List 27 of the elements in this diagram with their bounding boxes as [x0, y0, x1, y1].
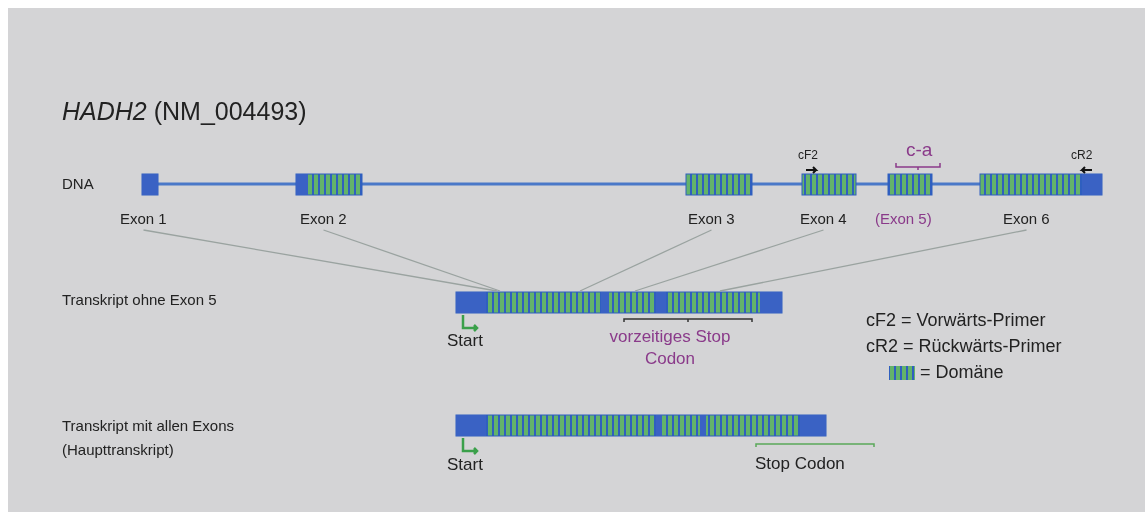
exon-label: Exon 1: [120, 210, 167, 228]
row-label: Transkript ohne Exon 5: [62, 291, 217, 309]
exon-label: Exon 6: [1003, 210, 1050, 228]
legend-text: cF2 = Vorwärts-Primer: [866, 311, 1046, 329]
region-label: c-a: [906, 141, 933, 159]
transcript-bar: [455, 291, 783, 314]
exon-label: Exon 2: [300, 210, 347, 228]
diagram-title: HADH2 (NM_004493): [62, 96, 307, 126]
legend-text: cR2 = Rückwärts-Primer: [866, 337, 1062, 355]
legend-text: = Domäne: [920, 363, 1004, 381]
connector-line: [719, 229, 1028, 292]
connector-line: [634, 229, 825, 292]
exon-label: (Exon 5): [875, 210, 932, 228]
start-label: Start: [447, 332, 483, 350]
transcript-bar: [455, 414, 827, 437]
connector-line: [579, 229, 713, 292]
stop-codon-label: Stop Codon: [755, 455, 845, 473]
connector-line: [322, 229, 501, 292]
exon-label: Exon 4: [800, 210, 847, 228]
connector-line: [142, 229, 498, 292]
stop-codon-label: vorzeitiges Stop Codon: [608, 326, 732, 370]
primer-label: cF2: [798, 147, 818, 164]
primer-label: cR2: [1071, 147, 1093, 164]
start-label: Start: [447, 456, 483, 474]
row-label: Transkript mit allen Exons (Haupttranskript): [62, 416, 235, 460]
exon-label: Exon 3: [688, 210, 735, 228]
axis-label: DNA: [62, 175, 94, 193]
